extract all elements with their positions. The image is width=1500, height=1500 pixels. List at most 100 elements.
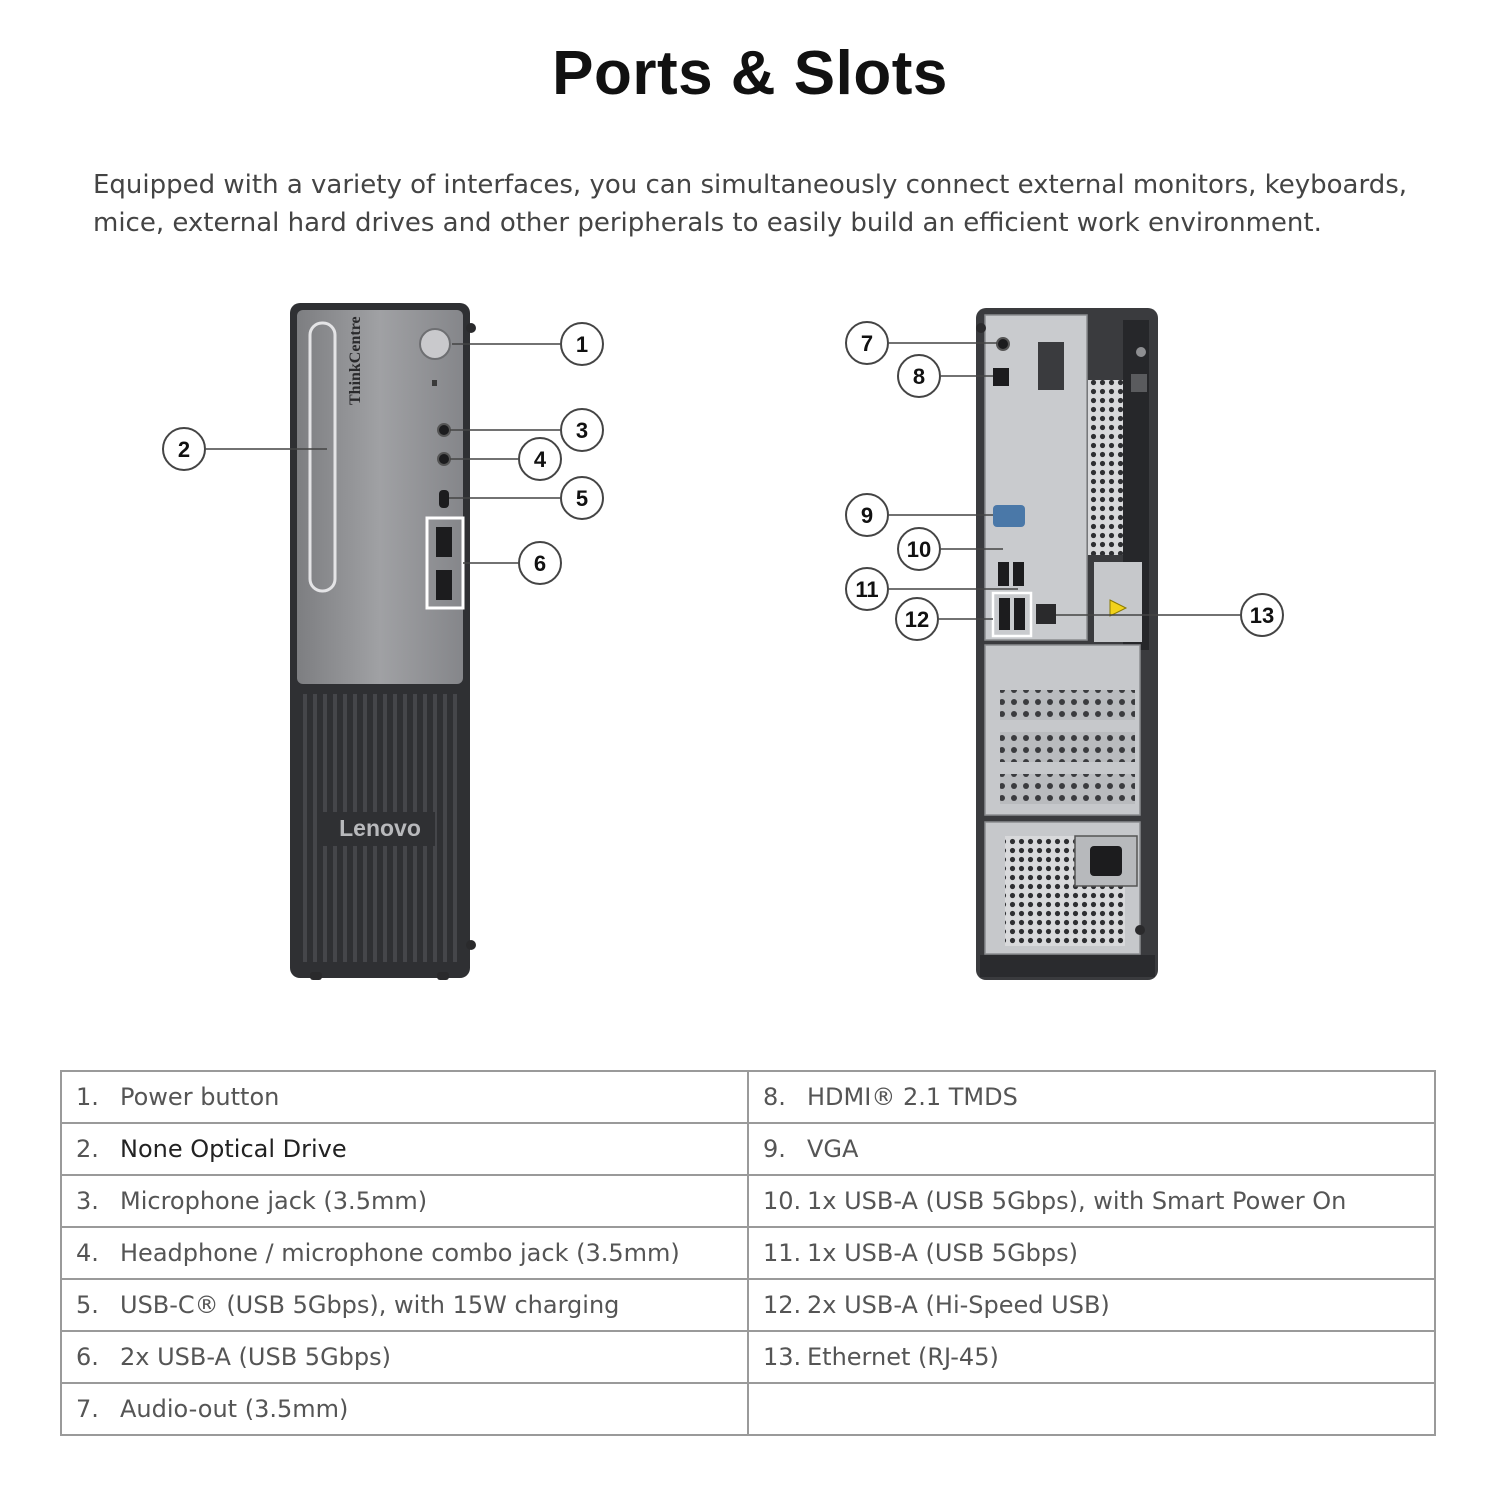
port-entry: 5.USB-C® (USB 5Gbps), with 15W charging bbox=[76, 1291, 747, 1319]
port-number: 2. bbox=[76, 1135, 99, 1163]
port-entry: 3. Microphone jack (3.5mm) bbox=[76, 1187, 747, 1215]
port-entry: 7. Audio-out (3.5mm) bbox=[76, 1395, 747, 1423]
port-label: 1x USB-A (USB 5Gbps), with Smart Power O… bbox=[807, 1187, 1347, 1215]
table-cell: 8. HDMI® 2.1 TMDS bbox=[747, 1070, 1436, 1124]
expansion-slot-2 bbox=[1000, 732, 1135, 762]
port-number: 3. bbox=[76, 1187, 99, 1215]
callout-10: 10 bbox=[897, 527, 941, 571]
led-indicator bbox=[432, 380, 437, 386]
port-label: HDMI® 2.1 TMDS bbox=[807, 1083, 1018, 1111]
usb-a-rear-10 bbox=[998, 562, 1009, 586]
vent-groove bbox=[453, 694, 457, 962]
table-cell: 11.1x USB-A (USB 5Gbps) bbox=[747, 1226, 1436, 1280]
port-label: None Optical Drive bbox=[120, 1135, 347, 1163]
rear-bottom bbox=[980, 955, 1155, 977]
port-entry: 9.VGA bbox=[763, 1135, 1434, 1163]
port-entry: 6.2x USB-A (USB 5Gbps) bbox=[76, 1343, 747, 1371]
table-row: 5.USB-C® (USB 5Gbps), with 15W charging 1… bbox=[60, 1278, 1436, 1332]
port-number: 4. bbox=[76, 1239, 99, 1267]
table-row: 2. None Optical Drive 9.VGA bbox=[60, 1122, 1436, 1176]
port-label: VGA bbox=[807, 1135, 859, 1163]
port-label: Power button bbox=[120, 1083, 280, 1111]
table-row: 6.2x USB-A (USB 5Gbps) 13.Ethernet (RJ-45… bbox=[60, 1330, 1436, 1384]
callout-4: 4 bbox=[518, 437, 562, 481]
svg-text:12: 12 bbox=[905, 607, 929, 632]
page-description: Equipped with a variety of interfaces, y… bbox=[93, 170, 1408, 238]
rear-screw bbox=[1136, 347, 1146, 357]
table-cell: 2. None Optical Drive bbox=[60, 1122, 749, 1176]
logo-plate bbox=[323, 812, 435, 846]
rear-screw-bottom bbox=[1135, 925, 1145, 935]
svg-text:7: 7 bbox=[861, 331, 873, 356]
svg-text:3: 3 bbox=[576, 418, 588, 443]
port-entry: 13.Ethernet (RJ-45) bbox=[763, 1343, 1434, 1371]
callout-6: 6 bbox=[518, 541, 562, 585]
usb-a-rear-12b bbox=[1014, 598, 1025, 630]
hdmi-port bbox=[993, 368, 1009, 386]
front-top-panel bbox=[297, 310, 463, 684]
usb-a-front-1 bbox=[436, 527, 452, 557]
port-label: Microphone jack (3.5mm) bbox=[120, 1187, 428, 1215]
port-number: 8. bbox=[763, 1083, 786, 1111]
table-cell: 13.Ethernet (RJ-45) bbox=[747, 1330, 1436, 1384]
svg-text:5: 5 bbox=[576, 486, 588, 511]
table-cell: 12.2x USB-A (Hi-Speed USB) bbox=[747, 1278, 1436, 1332]
port-entry: 8. HDMI® 2.1 TMDS bbox=[763, 1083, 1434, 1111]
port-entry: 12.2x USB-A (Hi-Speed USB) bbox=[763, 1291, 1434, 1319]
svg-text:6: 6 bbox=[534, 551, 546, 576]
ports-table: 1. Power button 8. HDMI® 2.1 TMDS 2. None Opt… bbox=[60, 1070, 1436, 1436]
port-label: Headphone / microphone combo jack (3.5mm… bbox=[120, 1239, 680, 1267]
svg-text:13: 13 bbox=[1250, 603, 1274, 628]
table-cell bbox=[747, 1382, 1436, 1436]
port-label: Audio-out (3.5mm) bbox=[120, 1395, 349, 1423]
port-number: 5. bbox=[76, 1291, 99, 1319]
vent-groove bbox=[313, 694, 317, 962]
callout-2: 2 bbox=[162, 427, 206, 471]
callout-12: 12 bbox=[895, 597, 939, 641]
vent-groove bbox=[443, 694, 447, 962]
expansion-slot-3 bbox=[1000, 774, 1135, 804]
svg-text:2: 2 bbox=[178, 437, 190, 462]
table-cell: 10.1x USB-A (USB 5Gbps), with Smart Powe… bbox=[747, 1174, 1436, 1228]
port-entry: 4. Headphone / microphone combo jack (3.5… bbox=[76, 1239, 747, 1267]
usb-a-front-2 bbox=[436, 570, 452, 600]
rear-screw-top bbox=[976, 323, 986, 333]
rear-knob bbox=[1038, 342, 1064, 390]
table-row: 7. Audio-out (3.5mm) bbox=[60, 1382, 1436, 1436]
optical-drive-bay bbox=[308, 321, 337, 593]
port-number: 13. bbox=[763, 1343, 802, 1371]
callout-lines bbox=[206, 342, 1240, 620]
svg-text:10: 10 bbox=[907, 537, 931, 562]
svg-text:4: 4 bbox=[534, 447, 547, 472]
port-number: 1. bbox=[76, 1083, 99, 1111]
rear-tower bbox=[976, 308, 1158, 980]
warning-label-icon bbox=[1109, 599, 1128, 617]
expansion-slot-1 bbox=[1000, 690, 1135, 720]
lenovo-logo: Lenovo bbox=[339, 815, 421, 841]
callout-8: 8 bbox=[897, 354, 941, 398]
audio-out-jack bbox=[996, 337, 1010, 351]
usb-a-rear-group-highlight bbox=[991, 591, 1033, 638]
table-cell: 7. Audio-out (3.5mm) bbox=[60, 1382, 749, 1436]
port-number: 10. bbox=[763, 1187, 802, 1215]
microphone-jack bbox=[437, 423, 451, 437]
table-cell: 1. Power button bbox=[60, 1070, 749, 1124]
port-entry: 11.1x USB-A (USB 5Gbps) bbox=[763, 1239, 1434, 1267]
svg-text:11: 11 bbox=[855, 577, 878, 602]
port-entry: 1. Power button bbox=[76, 1083, 747, 1111]
table-cell: 4. Headphone / microphone combo jack (3.5… bbox=[60, 1226, 749, 1280]
front-foot-left bbox=[310, 972, 322, 980]
vga-port bbox=[993, 505, 1025, 527]
rear-warning-area bbox=[1094, 562, 1142, 642]
svg-text:1: 1 bbox=[576, 332, 588, 357]
combo-audio-jack bbox=[437, 452, 451, 466]
port-label: Ethernet (RJ-45) bbox=[807, 1343, 999, 1371]
ports-diagram: ThinkCentre Lenovo bbox=[162, 303, 1284, 980]
table-cell: 9.VGA bbox=[747, 1122, 1436, 1176]
usb-a-rear-12a bbox=[999, 598, 1010, 630]
callout-7: 7 bbox=[845, 321, 889, 365]
port-number: 7. bbox=[76, 1395, 99, 1423]
callout-13: 13 bbox=[1240, 593, 1284, 637]
port-entry: 2. None Optical Drive bbox=[76, 1135, 747, 1163]
table-cell: 3. Microphone jack (3.5mm) bbox=[60, 1174, 749, 1228]
